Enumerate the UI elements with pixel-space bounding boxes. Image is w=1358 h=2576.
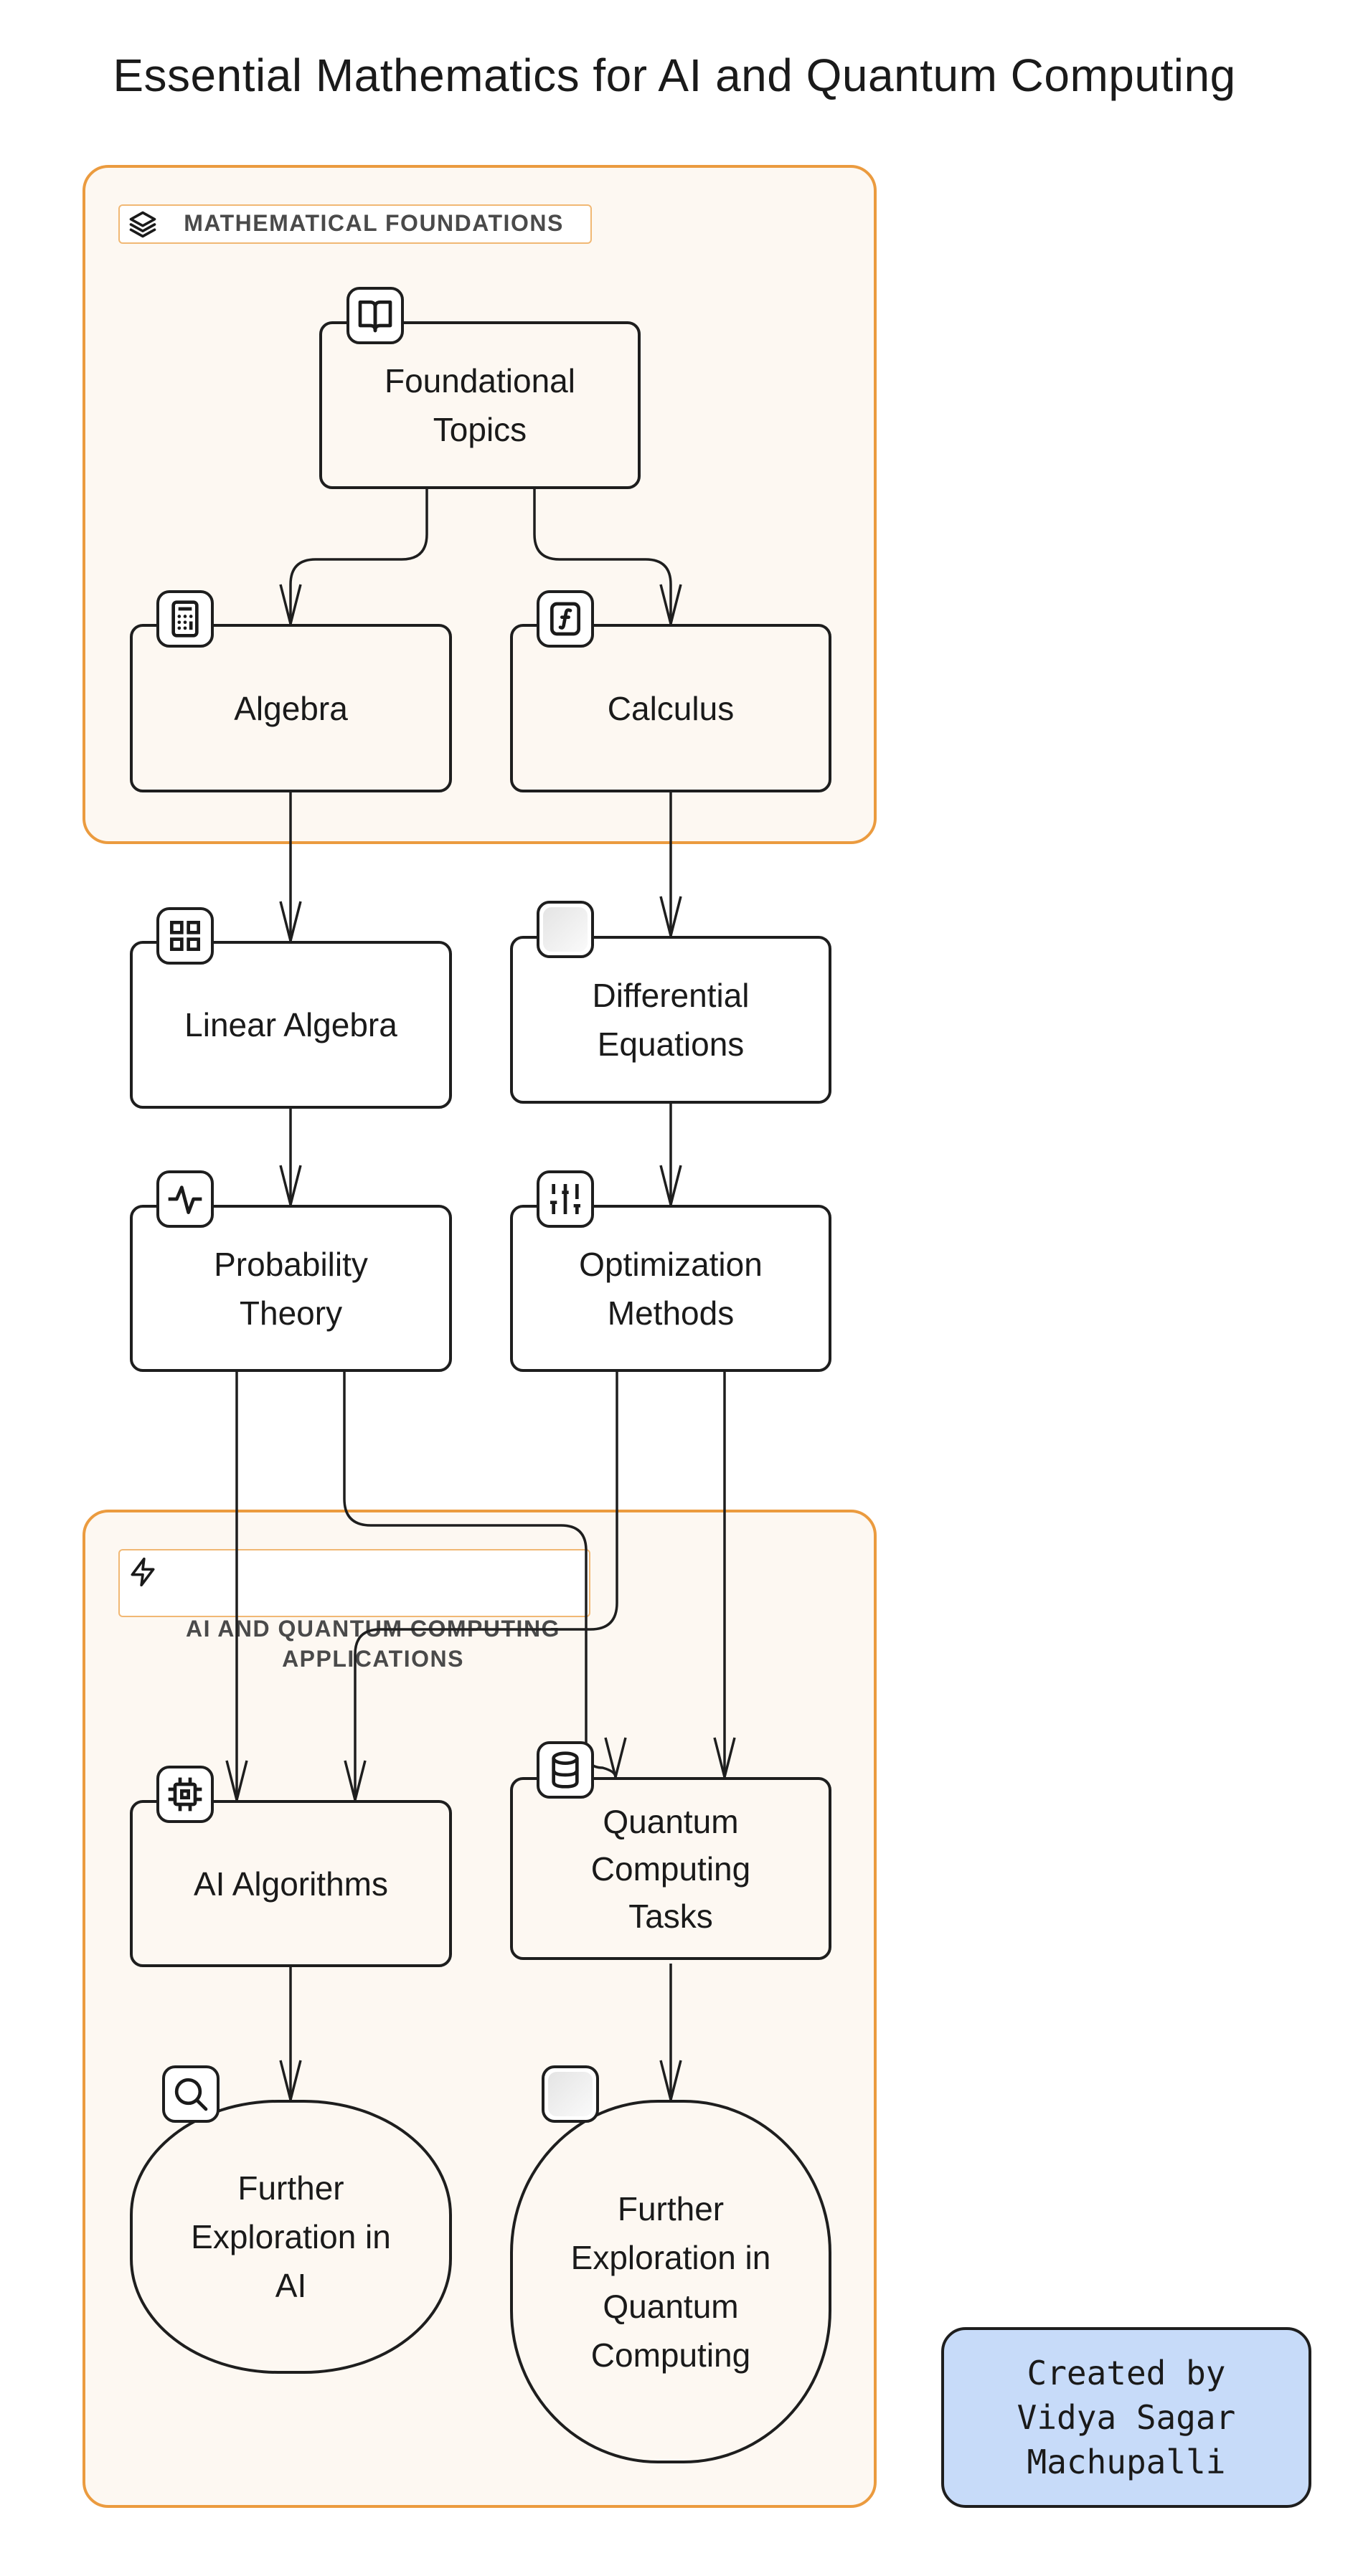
node-label: Foundational Topics: [385, 362, 575, 448]
node-label: Quantum Computing Tasks: [590, 1802, 751, 1935]
credits-box: Created by Vidya Sagar Machupalli: [941, 2327, 1311, 2508]
arrowhead: [279, 1165, 302, 1206]
node-label: AI Algorithms: [194, 1865, 388, 1903]
blank-icon: [537, 901, 594, 958]
node-label: Algebra: [234, 689, 348, 727]
node-label: Further Exploration in Quantum Computing: [570, 2189, 771, 2374]
diagram-title: Essential Mathematics for AI and Quantum…: [113, 49, 1236, 101]
node-optimization-methods[interactable]: Optimization Methods: [510, 1205, 831, 1372]
arrowhead: [659, 1165, 682, 1206]
sliders-icon: [537, 1170, 594, 1228]
node-quantum-computing-tasks[interactable]: Quantum Computing Tasks: [510, 1777, 831, 1960]
arrowhead: [659, 896, 682, 937]
node-foundational-topics[interactable]: Foundational Topics: [319, 321, 641, 489]
node-ai-algorithms[interactable]: AI Algorithms: [130, 1800, 452, 1967]
blank-icon-fill: [543, 907, 588, 952]
function-icon: [537, 590, 594, 648]
node-label: Further Exploration in AI: [191, 2169, 391, 2304]
group-label-foundations: MATHEMATICAL FOUNDATIONS: [118, 204, 592, 244]
group-label-applications: AI AND QUANTUM COMPUTING APPLICATIONS: [118, 1549, 590, 1672]
node-label: Differential Equations: [592, 977, 750, 1063]
book-icon: [346, 287, 404, 344]
node-linear-algebra[interactable]: Linear Algebra: [130, 941, 452, 1109]
node-further-exploration-quantum[interactable]: Further Exploration in Quantum Computing: [510, 2100, 831, 2463]
arrowhead: [279, 901, 302, 942]
pulse-icon: [156, 1170, 214, 1228]
group-label-text: MATHEMATICAL FOUNDATIONS: [184, 210, 564, 236]
node-label: Probability Theory: [214, 1245, 368, 1332]
node-label: Optimization Methods: [579, 1245, 763, 1332]
chip-icon: [156, 1766, 214, 1823]
layers-icon: [129, 211, 156, 238]
calculator-icon: [156, 590, 214, 648]
blank-icon: [542, 2065, 599, 2123]
node-calculus[interactable]: Calculus: [510, 624, 831, 792]
node-algebra[interactable]: Algebra: [130, 624, 452, 792]
node-label: Calculus: [607, 689, 735, 727]
lightning-icon: [131, 1557, 155, 1587]
blank-icon-fill: [548, 2072, 593, 2116]
node-label: Linear Algebra: [184, 1006, 397, 1043]
grid-icon: [156, 907, 214, 965]
node-probability-theory[interactable]: Probability Theory: [130, 1205, 452, 1372]
search-icon: [162, 2065, 220, 2123]
database-icon: [537, 1741, 594, 1799]
node-differential-equations[interactable]: Differential Equations: [510, 936, 831, 1104]
node-further-exploration-ai[interactable]: Further Exploration in AI: [130, 2100, 452, 2374]
